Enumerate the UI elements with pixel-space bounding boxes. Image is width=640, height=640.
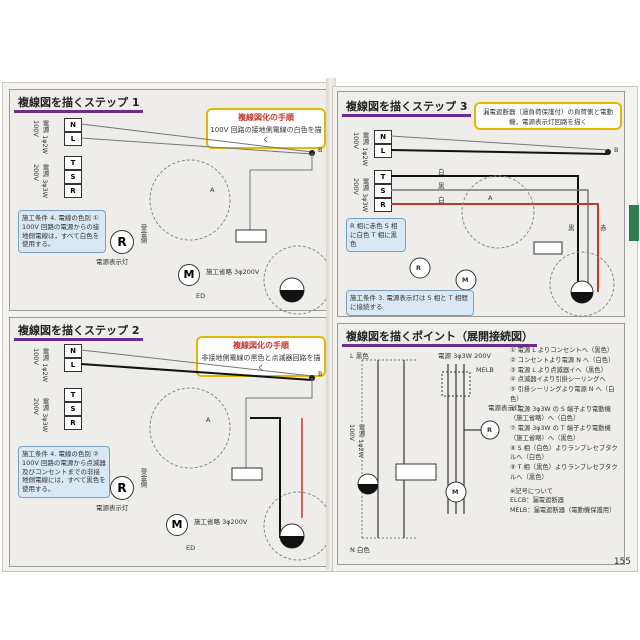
step1-lamp-R: R [110,230,134,254]
points-item: ⑨ T 相（黒色）よりランプレセプタクルへ（黒色） [510,464,618,481]
step2-title: 複線図を描くステップ 2 [14,322,144,341]
step1-title: 複線図を描くステップ 1 [14,94,144,113]
points-lamp-R: R [487,426,493,434]
step1-wiring-diagram [80,123,333,315]
points-motor: M [452,488,459,496]
step3-note: 漏電遮断器（過負荷保護付）の負荷側と電動機，電源表示灯回路を描く [474,102,622,130]
legend-melb: MELB：漏電遮断器（電動機保護用） [510,507,616,514]
points-src: 電源 1φ2W 100V [348,424,365,459]
wire-color-4: 黒 [568,224,575,232]
points-src3: 電源 3φ3W 200V [438,352,491,360]
step2-lamp-R: R [110,476,134,500]
step1-label-B: B [318,146,323,154]
wire-color-5: 赤 [600,224,607,232]
step3-title: 複線図を描くステップ 3 [342,98,472,117]
step1-motor-label: 施工省略 3φ200V [206,268,260,276]
step3-src1: 電源 1φ2W 100V [352,132,369,167]
terminal-N: N [64,344,82,358]
terminal-R: R [64,416,82,430]
step2-condition: 施工条件 4. 電線の色別 ② 100V 回路の電源から点滅器及びコンセントまで… [18,446,110,498]
book-spine [326,78,336,570]
step3-motor: M [462,276,469,284]
step3-wiring-diagram [390,135,615,317]
step2-ground: ED [186,544,196,552]
terminal-R: R [64,184,82,198]
step3-condition: R 相に赤色 S 相に白色 T 相に黒色 [346,218,406,253]
points-item: ③ 電源 L より点滅器イへ（黒色） [510,366,607,374]
step1-motor: M [178,264,200,286]
terminal-T: T [64,156,82,170]
step1-ground: ED [196,292,206,300]
terminal-S: S [64,402,82,416]
step1-note-title: 複線図化の手順 [238,113,294,122]
step1-recv: 受金側 [139,224,147,244]
step2-note-title: 複線図化の手順 [233,341,289,350]
step3-panel: 複線図を描くステップ 3 漏電遮断器（過負荷保護付）の負荷側と電動機，電源表示灯… [337,91,625,317]
wire-color-1: 白 [438,168,445,176]
step3-condition-2: 施工条件 3. 電源表示灯は S 相と T 相間に接続する [346,290,474,316]
step1-label-A: A [210,186,215,194]
points-item: ① 電源 L よりコンセントへ（黒色） [510,347,614,354]
points-list: ① 電源 L よりコンセントへ（黒色） ② コンセントより電源 N へ（白色） … [510,346,622,516]
step3-lamp-R: R [416,264,422,272]
step2-panel: 複線図を描くステップ 2 複線図化の手順 非接地側電線の黒色と点滅器回路を描く … [9,317,333,567]
wire-color-2: 黒 [438,182,445,190]
points-left-top: L 黒色 [350,352,369,360]
points-item: ⑦ 電源 3φ3W の T 端子より電動機（施工省略）へ（黒色） [510,425,611,442]
points-melb: MELB [476,366,494,374]
points-item: ⑤ 引掛シーリングより電源 N へ（白色） [510,386,615,403]
step2-note-body: 非接地側電線の黒色と点滅器回路を描く [201,354,321,372]
points-item: ⑥ 電源 3φ3W の S 端子より電動機（施工省略）へ（白色） [510,405,611,423]
points-lamp: 電源表示灯 [488,404,521,412]
terminal-L: L [374,144,392,158]
step1-src2: 電源 3φ3W 200V [32,164,49,199]
step2-label-B: B [318,370,323,378]
chapter-tab [629,205,639,241]
step2-motor: M [166,514,188,536]
points-item: ② コンセントより電源 N へ（白色） [510,356,615,364]
step2-motor-label: 施工省略 3φ200V [194,518,248,526]
terminal-L: L [64,132,82,146]
step1-lamp-label: 電源表示灯 [96,258,129,266]
terminal-N: N [64,118,82,132]
step3-label-A: A [488,194,493,202]
points-title: 複線図を描くポイント（展開接続図） [342,328,537,347]
legend-title: ※記号について [510,487,553,495]
terminal-T: T [64,388,82,402]
step2-recv: 受金側 [139,468,147,488]
points-item: ④ 点滅器イより引掛シーリングへ [510,376,606,384]
open-book: 複線図を描くステップ 1 複線図化の手順 100V 回路の接地側電線の白色を描く… [0,78,640,572]
points-left-bottom: N 白色 [350,546,370,554]
step2-wiring-diagram [80,349,333,561]
terminal-S: S [64,170,82,184]
points-panel: 複線図を描くポイント（展開接続図） L 黒色 N 白色 電源 1φ2W 100V… [337,323,625,565]
points-schematic [357,359,500,539]
wire-color-3: 白 [438,196,445,204]
legend-elcb: ELCB：漏電遮断器 [510,497,564,505]
page-number: 155 [613,557,631,567]
step1-note: 複線図化の手順 100V 回路の接地側電線の白色を描く [206,108,326,149]
terminal-N: N [374,130,392,144]
left-page: 複線図を描くステップ 1 複線図化の手順 100V 回路の接地側電線の白色を描く… [2,82,333,572]
step1-panel: 複線図を描くステップ 1 複線図化の手順 100V 回路の接地側電線の白色を描く… [9,89,333,315]
step2-src2: 電源 3φ3W 200V [32,398,49,433]
step1-src1: 電源 1φ2W 100V [32,120,49,155]
step2-lamp-label: 電源表示灯 [96,504,129,512]
step3-src2: 電源 3φ3W 200V [352,178,369,213]
step2-src1: 電源 1φ2W 100V [32,348,49,383]
step1-condition: 施工条件 4. 電線の色別 ① 100V 回路の電源からの接地側電線は，すべて白… [18,210,106,254]
step1-note-body: 100V 回路の接地側電線の白色を描く [210,126,322,144]
step3-label-B: B [614,146,619,154]
step2-label-A: A [206,416,211,424]
right-page: 複線図を描くステップ 3 漏電遮断器（過負荷保護付）の負荷側と電動機，電源表示灯… [332,86,639,572]
points-item: ⑧ S 相（白色）よりランプレセプタクルへ（白色） [510,444,618,462]
terminal-S: S [374,184,392,198]
